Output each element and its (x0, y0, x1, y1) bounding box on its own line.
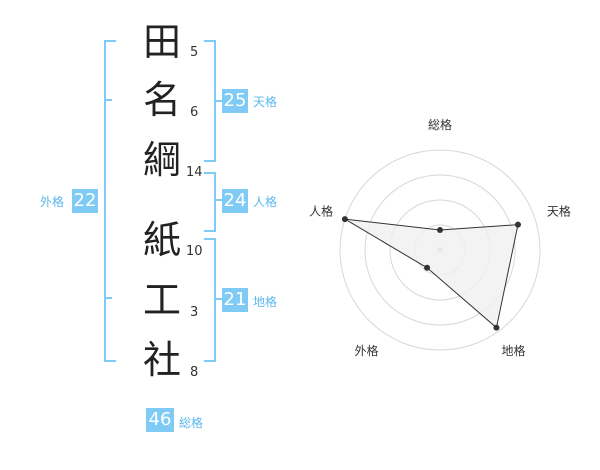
stroke-count-1: 5 (190, 45, 199, 60)
radar-ring-4 (339, 149, 541, 351)
name-char-1: 田 (142, 20, 181, 64)
chikaku-bracket (204, 238, 216, 362)
jinkaku-label: 人格 (253, 195, 278, 209)
jinkaku-value: 24 (222, 189, 248, 213)
tenkaku-value: 25 (222, 89, 248, 113)
name-char-4: 紙 (142, 218, 181, 262)
radar-point-5 (341, 216, 348, 223)
stroke-count-2: 6 (190, 105, 199, 120)
chikaku-value: 21 (222, 288, 248, 312)
radar-axis-label-1: 総格 (428, 117, 452, 132)
name-char-6: 社 (142, 338, 181, 382)
radar-axis-label-4: 外格 (355, 343, 379, 358)
radar-axis-label-3: 地格 (501, 343, 525, 358)
tenkaku-label: 天格 (253, 95, 278, 109)
radar-ring-3 (364, 174, 516, 326)
gaikaku-value: 22 (72, 189, 98, 213)
radar-point-2 (514, 221, 521, 228)
radar-point-3 (493, 324, 500, 331)
jinkaku-bracket (204, 172, 216, 232)
gaikaku-label: 外格 (40, 195, 65, 209)
soukaku-value: 46 (146, 408, 174, 432)
outer-bracket-tick-bottom (104, 297, 112, 299)
outer-bracket (104, 40, 116, 362)
stroke-count-5: 3 (190, 305, 199, 320)
radar-axis-label-5: 人格 (309, 203, 333, 218)
stroke-count-3: 14 (186, 165, 203, 180)
soukaku-label: 総格 (179, 416, 204, 430)
radar-series-polygon (344, 218, 519, 329)
name-char-2: 名 (142, 78, 181, 122)
radar-point-4 (424, 264, 431, 271)
chikaku-tick (214, 298, 222, 300)
name-char-3: 綱 (142, 138, 181, 182)
outer-bracket-tick-top (104, 99, 112, 101)
name-char-5: 工 (142, 278, 181, 322)
chikaku-label: 地格 (253, 295, 278, 309)
radar-axis-label-2: 天格 (547, 203, 571, 218)
stroke-count-6: 8 (190, 365, 199, 380)
tenkaku-tick (214, 100, 222, 102)
jinkaku-tick (214, 199, 222, 201)
radar-point-1 (437, 227, 443, 233)
stroke-count-4: 10 (186, 244, 203, 259)
